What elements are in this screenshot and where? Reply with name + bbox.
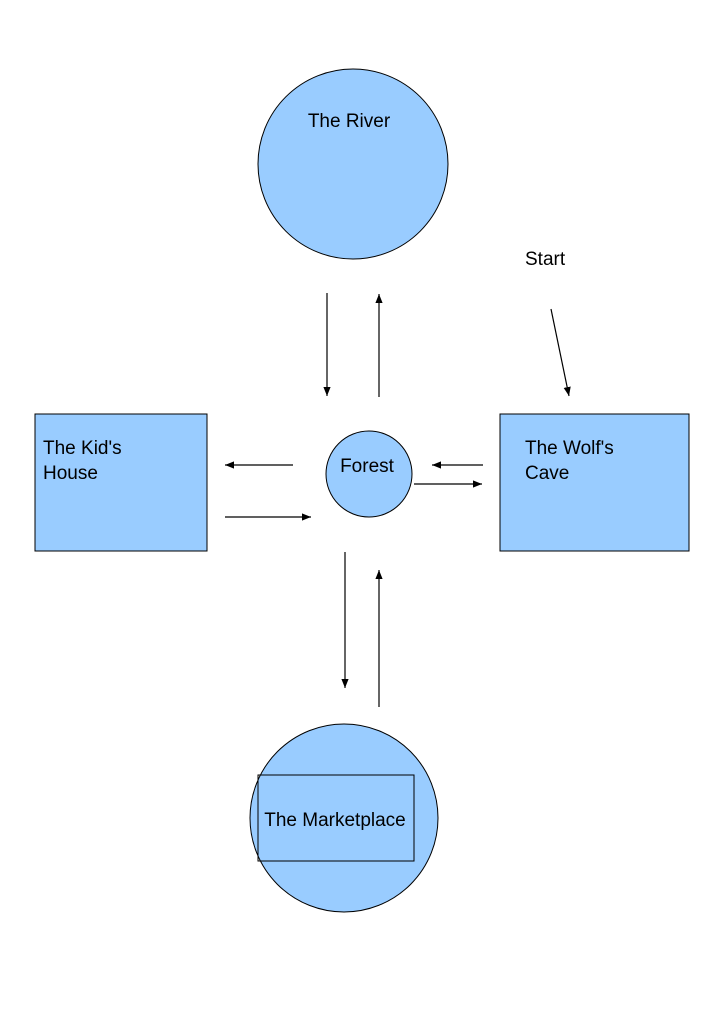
wolfs-cave-label-line2: Cave [525,463,569,484]
kids-house-label-line2: House [43,463,98,484]
kids-house-label-line1: The Kid's [43,438,122,459]
node-the-wolfs-cave: The Wolf's Cave [499,413,690,552]
node-forest: Forest [325,430,413,518]
node-the-river: The River [257,68,449,260]
river-circle [257,68,449,260]
start-label: Start [525,249,566,270]
kids-house-box [34,413,208,552]
wolfs-cave-box [499,413,690,552]
arrow-start-to-wolfs-cave [550,308,571,397]
river-label: The River [308,111,391,132]
marketplace-inner-frame [257,774,415,862]
marketplace-label: The Marketplace [264,810,406,831]
wolfs-cave-label-line1: The Wolf's [525,438,614,459]
node-the-marketplace: The Marketplace [249,723,439,913]
node-the-kids-house: The Kid's House [34,413,208,552]
forest-circle [325,430,413,518]
forest-label: Forest [340,456,395,477]
marketplace-circle [249,723,439,913]
